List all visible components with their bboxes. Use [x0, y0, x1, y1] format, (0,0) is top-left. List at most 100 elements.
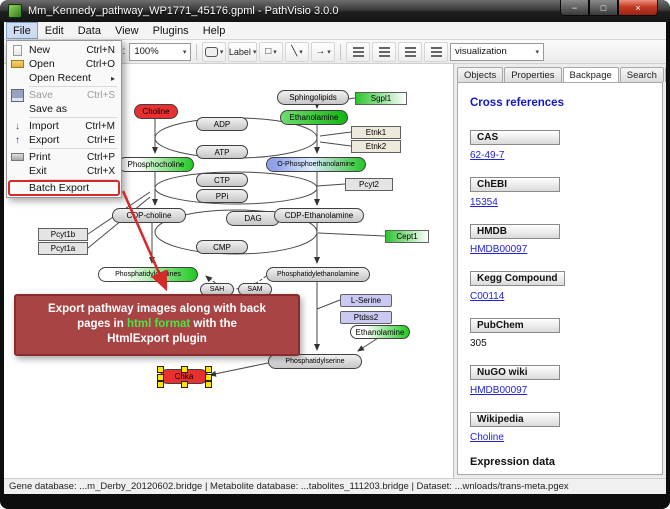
selection-handle[interactable] [157, 373, 164, 381]
crossref-link[interactable]: C00114 [470, 291, 505, 302]
pathway-node-phosphatidylethanolamine[interactable]: Phosphatidylethanolamine [266, 267, 370, 282]
crossref-link[interactable]: HMDB00097 [470, 385, 528, 396]
window-title: Mm_Kennedy_pathway_WP1771_45176.gpml - P… [28, 5, 339, 17]
crossref-title: Cross references [470, 97, 564, 109]
selection-handle[interactable] [205, 366, 212, 373]
menu-item-batch-export[interactable]: Batch Export [8, 180, 120, 196]
pathway-node-phosphocholine[interactable]: Phosphocholine [118, 157, 194, 172]
datanode-tool[interactable]: ▾ [202, 41, 227, 62]
align-vertical-button[interactable] [372, 41, 396, 62]
menubar-item-plugins[interactable]: Plugins [152, 24, 189, 37]
pathway-node-ethanolamine[interactable]: Ethanolamine [350, 325, 410, 339]
annotation-callout: Export pathway images along with back pa… [14, 294, 300, 356]
selection-handle[interactable] [205, 373, 212, 381]
menubar-item-data[interactable]: Data [77, 24, 101, 37]
pathway-node-pcyt2[interactable]: Pcyt2 [345, 178, 393, 191]
pathway-node-choline[interactable]: Choline [134, 104, 178, 119]
crossref-header: Kegg Compound [470, 271, 565, 286]
crossref-header: Wikipedia [470, 412, 560, 427]
pathway-node-sphingolipids[interactable]: Sphingolipids [277, 90, 349, 105]
pathway-node-phosphatidylserine[interactable]: Phosphatidylserine [268, 354, 362, 369]
shortcut-label: Ctrl+E [86, 134, 115, 146]
menubar-item-edit[interactable]: Edit [44, 24, 64, 37]
selection-handle[interactable] [157, 381, 164, 388]
pathway-node-adp[interactable]: ADP [196, 117, 248, 131]
pathway-node-ppi[interactable]: PPi [196, 189, 248, 203]
pathway-node-cdp-ethanolamine[interactable]: CDP-Ethanolamine [274, 208, 364, 223]
selection-handle[interactable] [205, 381, 212, 388]
crossref-link[interactable]: 62-49-7 [470, 150, 505, 161]
annotation-line: pages in html format with the [77, 318, 237, 331]
label-tool[interactable]: Label▾ [228, 41, 257, 62]
titlebar[interactable]: Mm_Kennedy_pathway_WP1771_45176.gpml - P… [0, 0, 670, 22]
pathway-node-ptdss2[interactable]: Ptdss2 [340, 311, 392, 324]
toolbar-separator [340, 43, 341, 60]
pathway-node-pcyt1b[interactable]: Pcyt1b [38, 228, 88, 241]
selection-handle[interactable] [181, 366, 188, 373]
pathway-node-cdp-choline[interactable]: CDP-choline [112, 208, 186, 223]
tab-search[interactable]: Search [619, 67, 664, 82]
pathway-node-pcyt1a[interactable]: Pcyt1a [38, 242, 88, 255]
align-horizontal-button[interactable] [346, 41, 370, 62]
chevron-down-icon: ▾ [219, 48, 224, 56]
menu-separator [29, 86, 117, 87]
menubar-item-view[interactable]: View [114, 24, 139, 37]
crossref-link[interactable]: 15354 [470, 197, 498, 208]
crossref-header: NuGO wiki [470, 365, 560, 380]
pathway-node-ethanolamine[interactable]: Ethanolamine [280, 110, 348, 125]
pathway-node-cept1[interactable]: Cept1 [385, 230, 429, 243]
new-icon [13, 44, 22, 56]
pathway-node-etnk1[interactable]: Etnk1 [351, 126, 401, 139]
menu-item-save-as[interactable]: Save as [9, 102, 119, 116]
stack-button[interactable] [424, 41, 448, 62]
distribute-button[interactable] [398, 41, 422, 62]
visualization-combobox[interactable]: visualization ▾ [450, 42, 544, 61]
tab-legend[interactable]: Legend [664, 67, 666, 82]
pathway-node-atp[interactable]: ATP [196, 145, 248, 159]
crossref-link[interactable]: HMDB00097 [470, 244, 528, 255]
shortcut-label: Ctrl+M [85, 120, 115, 132]
align-icon [352, 46, 364, 57]
selection-handle[interactable] [157, 366, 164, 373]
pathway-node-phosphatidylcholines[interactable]: Phosphatidylcholines [98, 267, 198, 282]
pathway-node-cmp[interactable]: CMP [196, 240, 248, 254]
pathway-node-dag[interactable]: DAG [226, 211, 280, 226]
menu-item-open-recent[interactable]: Open Recent▸ [9, 71, 119, 85]
chevron-down-icon: ▾ [182, 48, 187, 56]
shape-tool[interactable]: □▾ [259, 41, 283, 62]
maximize-button[interactable]: □ [589, 0, 618, 16]
line-tool[interactable]: ╲▾ [285, 41, 309, 62]
close-button[interactable]: × [618, 0, 658, 16]
menubar-item-help[interactable]: Help [202, 24, 226, 37]
tab-objects[interactable]: Objects [457, 67, 504, 82]
pathway-node-l-serine[interactable]: L-Serine [340, 294, 392, 307]
menubar: File Edit Data View Plugins Help [4, 22, 666, 40]
shape-icon: □ [265, 45, 272, 57]
menubar-item-file[interactable]: File [6, 22, 38, 39]
zoom-combobox[interactable]: 100% ▾ [129, 42, 192, 61]
shortcut-label: Ctrl+O [85, 58, 115, 70]
pathway-node-ctp[interactable]: CTP [196, 173, 248, 187]
crossref-link[interactable]: Choline [470, 432, 504, 443]
pathway-node-o-phosphoethanolamine[interactable]: O-Phosphoethanolamine [266, 157, 366, 172]
selection-handle[interactable] [181, 381, 188, 388]
tab-properties[interactable]: Properties [504, 67, 562, 82]
minimize-button[interactable]: − [560, 0, 589, 16]
pathway-node-sgpl1[interactable]: Sgpl1 [355, 92, 407, 105]
chevron-down-icon: ▾ [299, 48, 303, 56]
pathway-node-etnk2[interactable]: Etnk2 [351, 140, 401, 153]
menu-separator [29, 117, 117, 118]
arrow-tool[interactable]: →▾ [311, 41, 335, 62]
tab-backpage[interactable]: Backpage [562, 67, 619, 82]
